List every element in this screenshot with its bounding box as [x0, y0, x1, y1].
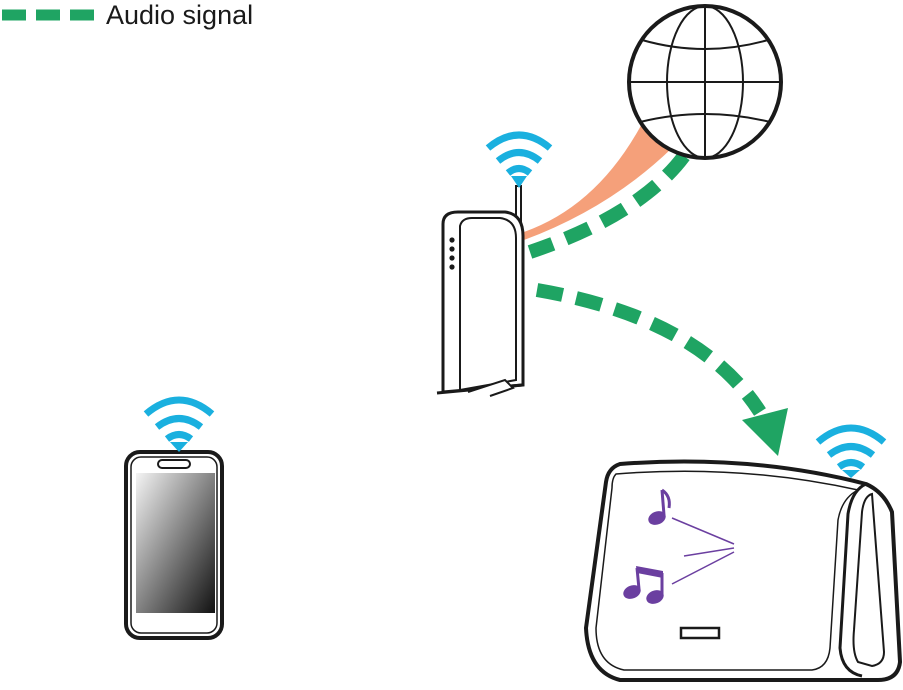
router-icon [436, 185, 525, 397]
router-wifi-dot [511, 176, 527, 188]
smartphone-wifi-dot [170, 442, 188, 452]
globe-icon [627, 4, 783, 160]
smartphone-icon [124, 450, 224, 640]
music-double-note-icon [623, 566, 664, 604]
speaker-wifi-icon [815, 424, 887, 470]
audio-signal-router-to-speaker [535, 283, 766, 416]
smartphone-wifi-icon [143, 396, 215, 442]
music-note-icon [648, 488, 671, 525]
speaker-icon [583, 459, 903, 682]
audio-signal-arrowhead [742, 408, 788, 456]
internet-link [524, 118, 672, 240]
speaker-wifi-dot [842, 470, 860, 478]
smartphone-screen [136, 473, 215, 613]
legend-dashed-line-icon [2, 9, 98, 21]
audio-signal-internet-to-router [527, 151, 690, 259]
sound-lines [671, 517, 735, 585]
router-wifi-icon [485, 131, 553, 176]
legend-label: Audio signal [106, 0, 254, 30]
legend: Audio signal [0, 0, 253, 30]
